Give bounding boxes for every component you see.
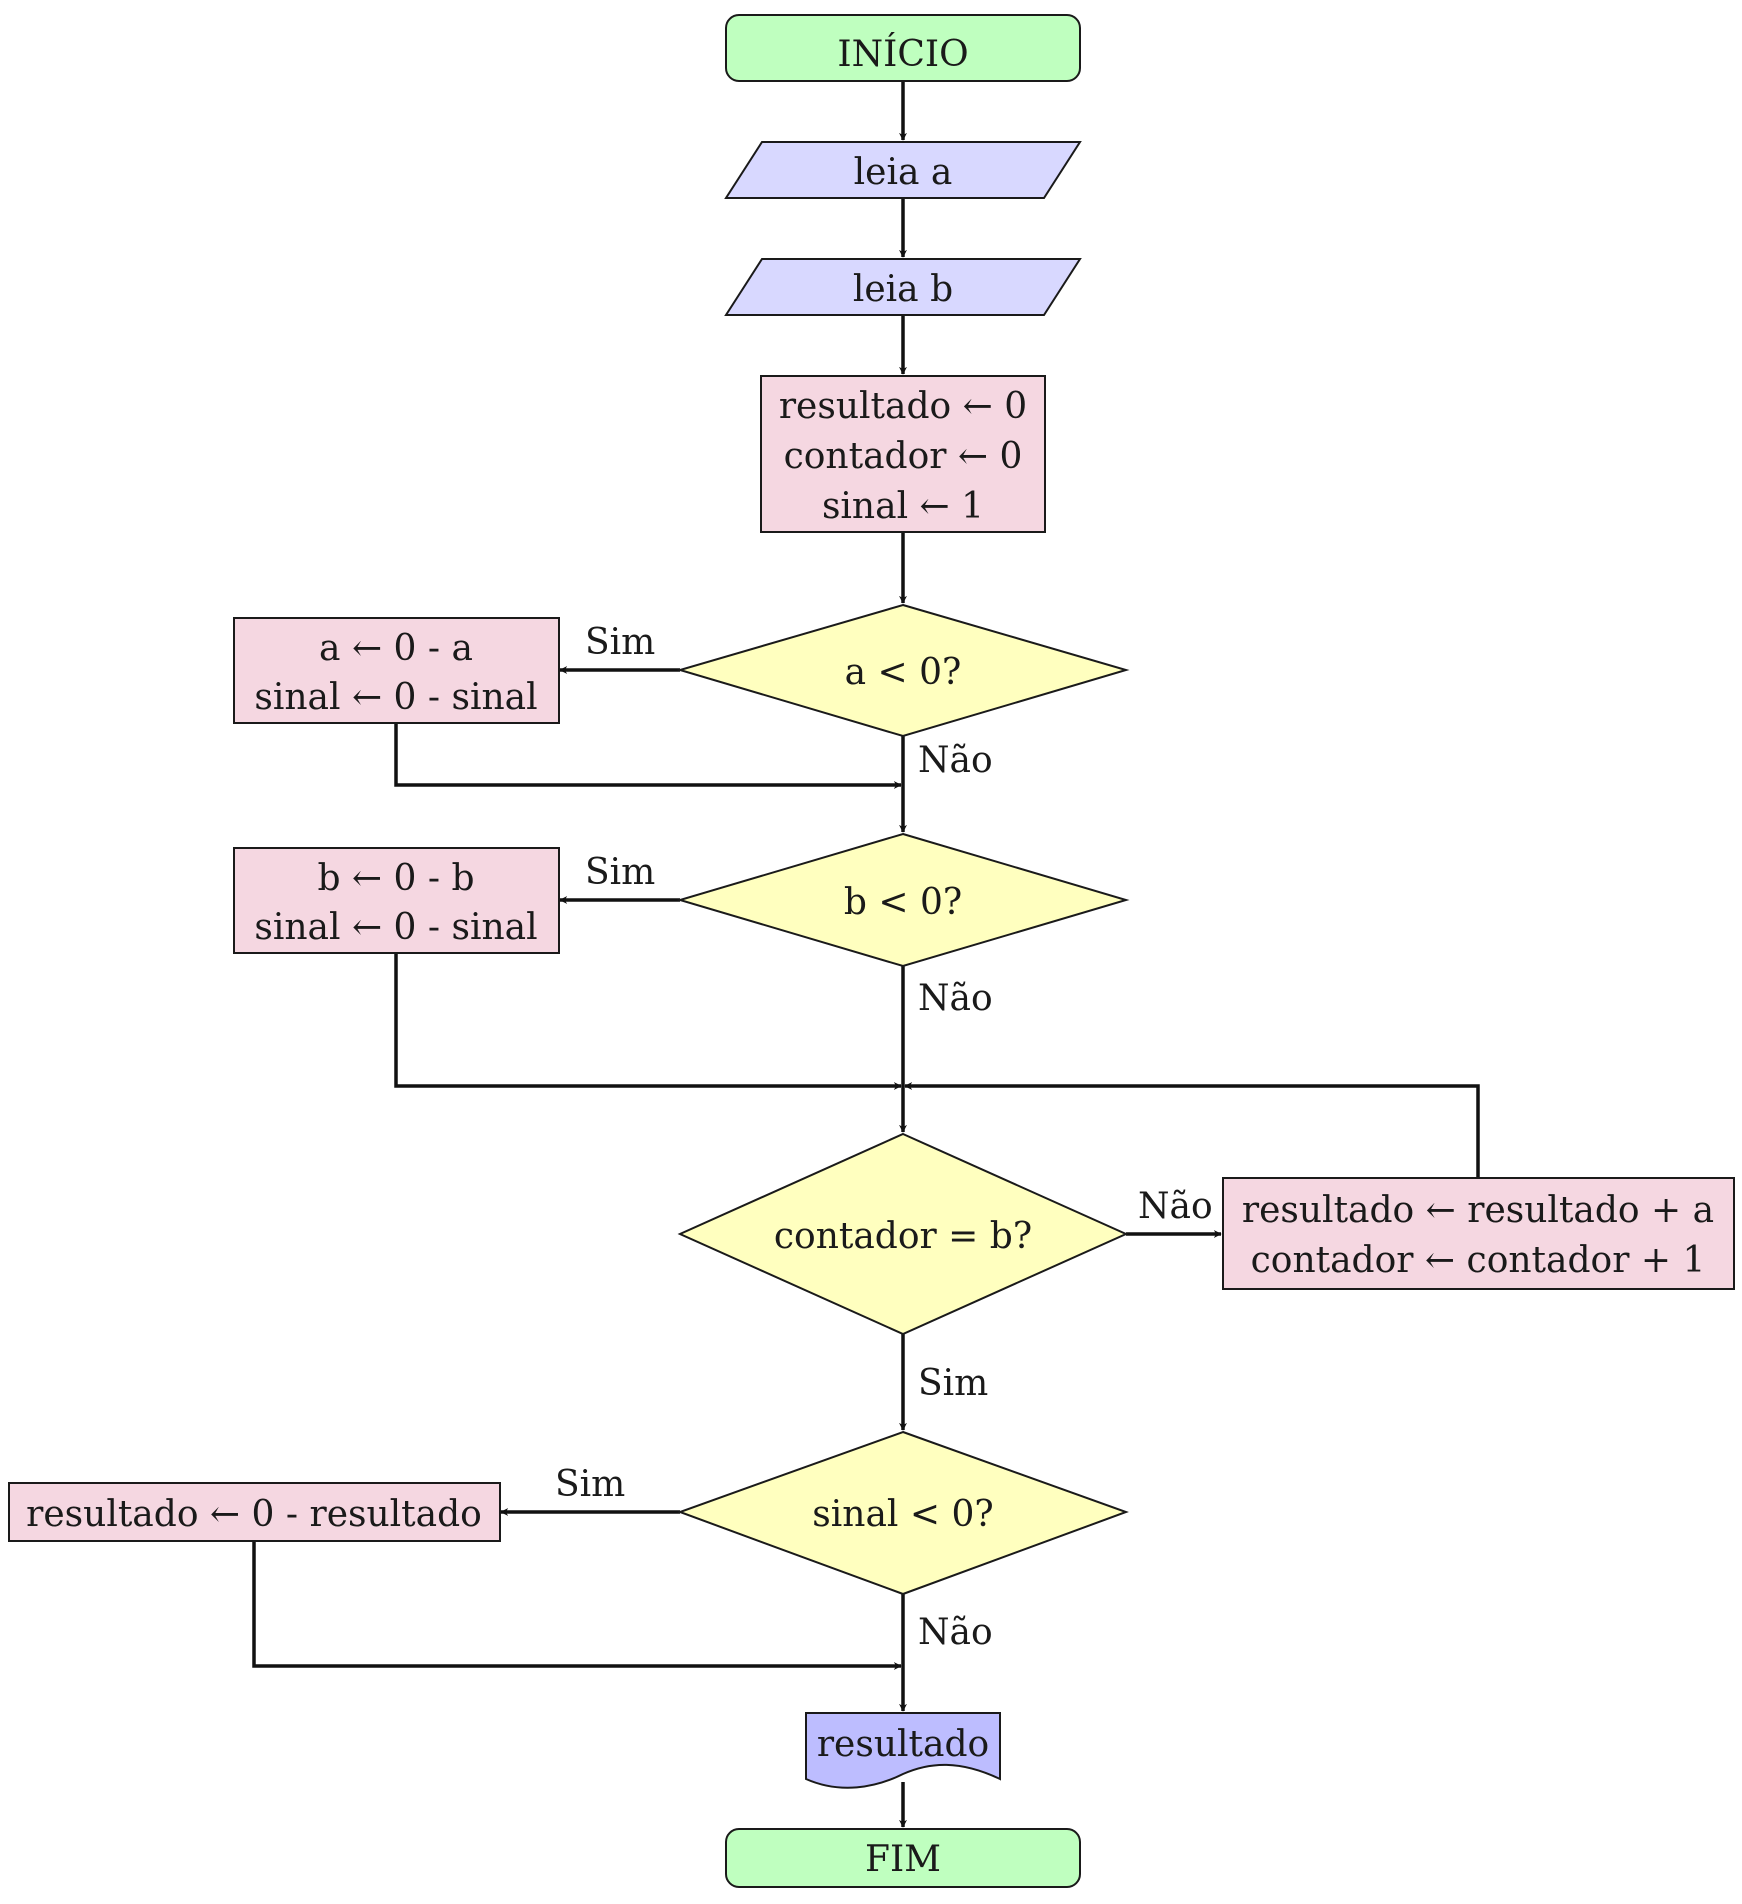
edge-label-sinal-sim: Sim — [555, 1464, 625, 1505]
process-node-init-line-3: sinal ← 1 — [822, 486, 984, 527]
start-node: INÍCIO — [725, 14, 1081, 82]
process-node-negate-b-line-2: sinal ← 0 - sinal — [254, 907, 537, 948]
edge-proc-neg-merge — [252, 1541, 902, 1670]
edge-label-b-sim: Sim — [585, 852, 655, 893]
edge-loop-back — [904, 1082, 1480, 1178]
process-node-negate-b: b ← 0 - b sinal ← 0 - sinal — [233, 847, 560, 954]
process-node-init-line-2: contador ← 0 — [784, 436, 1023, 477]
edge-label-cont-sim: Sim — [918, 1363, 988, 1404]
input-node-leia-a: leia a — [724, 141, 1082, 199]
process-node-negate-result: resultado ← 0 - resultado — [8, 1482, 501, 1542]
decision-node-b-negative: b < 0? — [676, 832, 1130, 968]
process-node-init-line-1: resultado ← 0 — [779, 386, 1027, 427]
edge-proc-b-merge — [394, 953, 902, 1090]
process-node-init: resultado ← 0 contador ← 0 sinal ← 1 — [760, 375, 1046, 533]
edge-label-sinal-nao: Não — [918, 1612, 993, 1653]
process-node-negate-a-line-2: sinal ← 0 - sinal — [254, 677, 537, 718]
output-node-result-label: resultado — [817, 1724, 989, 1765]
process-node-loop-body-line-1: resultado ← resultado + a — [1242, 1190, 1714, 1231]
process-node-negate-result-label: resultado ← 0 - resultado — [26, 1494, 482, 1535]
decision-node-b-negative-label: b < 0? — [844, 882, 962, 923]
start-node-label: INÍCIO — [837, 33, 968, 75]
input-node-leia-a-label: leia a — [854, 152, 953, 193]
edge-label-a-nao: Não — [918, 740, 993, 781]
decision-node-counter-equals-b: contador = b? — [677, 1132, 1129, 1336]
process-node-negate-a-line-1: a ← 0 - a — [319, 628, 473, 669]
edge-label-cont-nao: Não — [1138, 1186, 1213, 1227]
process-node-negate-a: a ← 0 - a sinal ← 0 - sinal — [233, 617, 560, 724]
output-node-result: resultado — [805, 1712, 1001, 1789]
process-node-loop-body-line-2: contador ← contador + 1 — [1251, 1240, 1706, 1281]
decision-node-sign-negative-label: sinal < 0? — [812, 1494, 993, 1535]
process-node-negate-b-line-1: b ← 0 - b — [317, 858, 474, 899]
input-node-leia-b-label: leia b — [853, 269, 953, 310]
end-node-label: FIM — [865, 1839, 941, 1880]
decision-node-sign-negative: sinal < 0? — [677, 1430, 1129, 1596]
decision-node-a-negative-label: a < 0? — [845, 652, 962, 693]
decision-node-a-negative: a < 0? — [676, 603, 1130, 738]
process-node-loop-body: resultado ← resultado + a contador ← con… — [1222, 1177, 1735, 1290]
edge-proc-a-merge — [394, 723, 902, 789]
input-node-leia-b: leia b — [724, 258, 1082, 316]
edge-label-a-sim: Sim — [585, 622, 655, 663]
decision-node-counter-equals-b-label: contador = b? — [774, 1216, 1032, 1257]
edge-label-b-nao: Não — [918, 978, 993, 1019]
end-node: FIM — [725, 1828, 1081, 1888]
